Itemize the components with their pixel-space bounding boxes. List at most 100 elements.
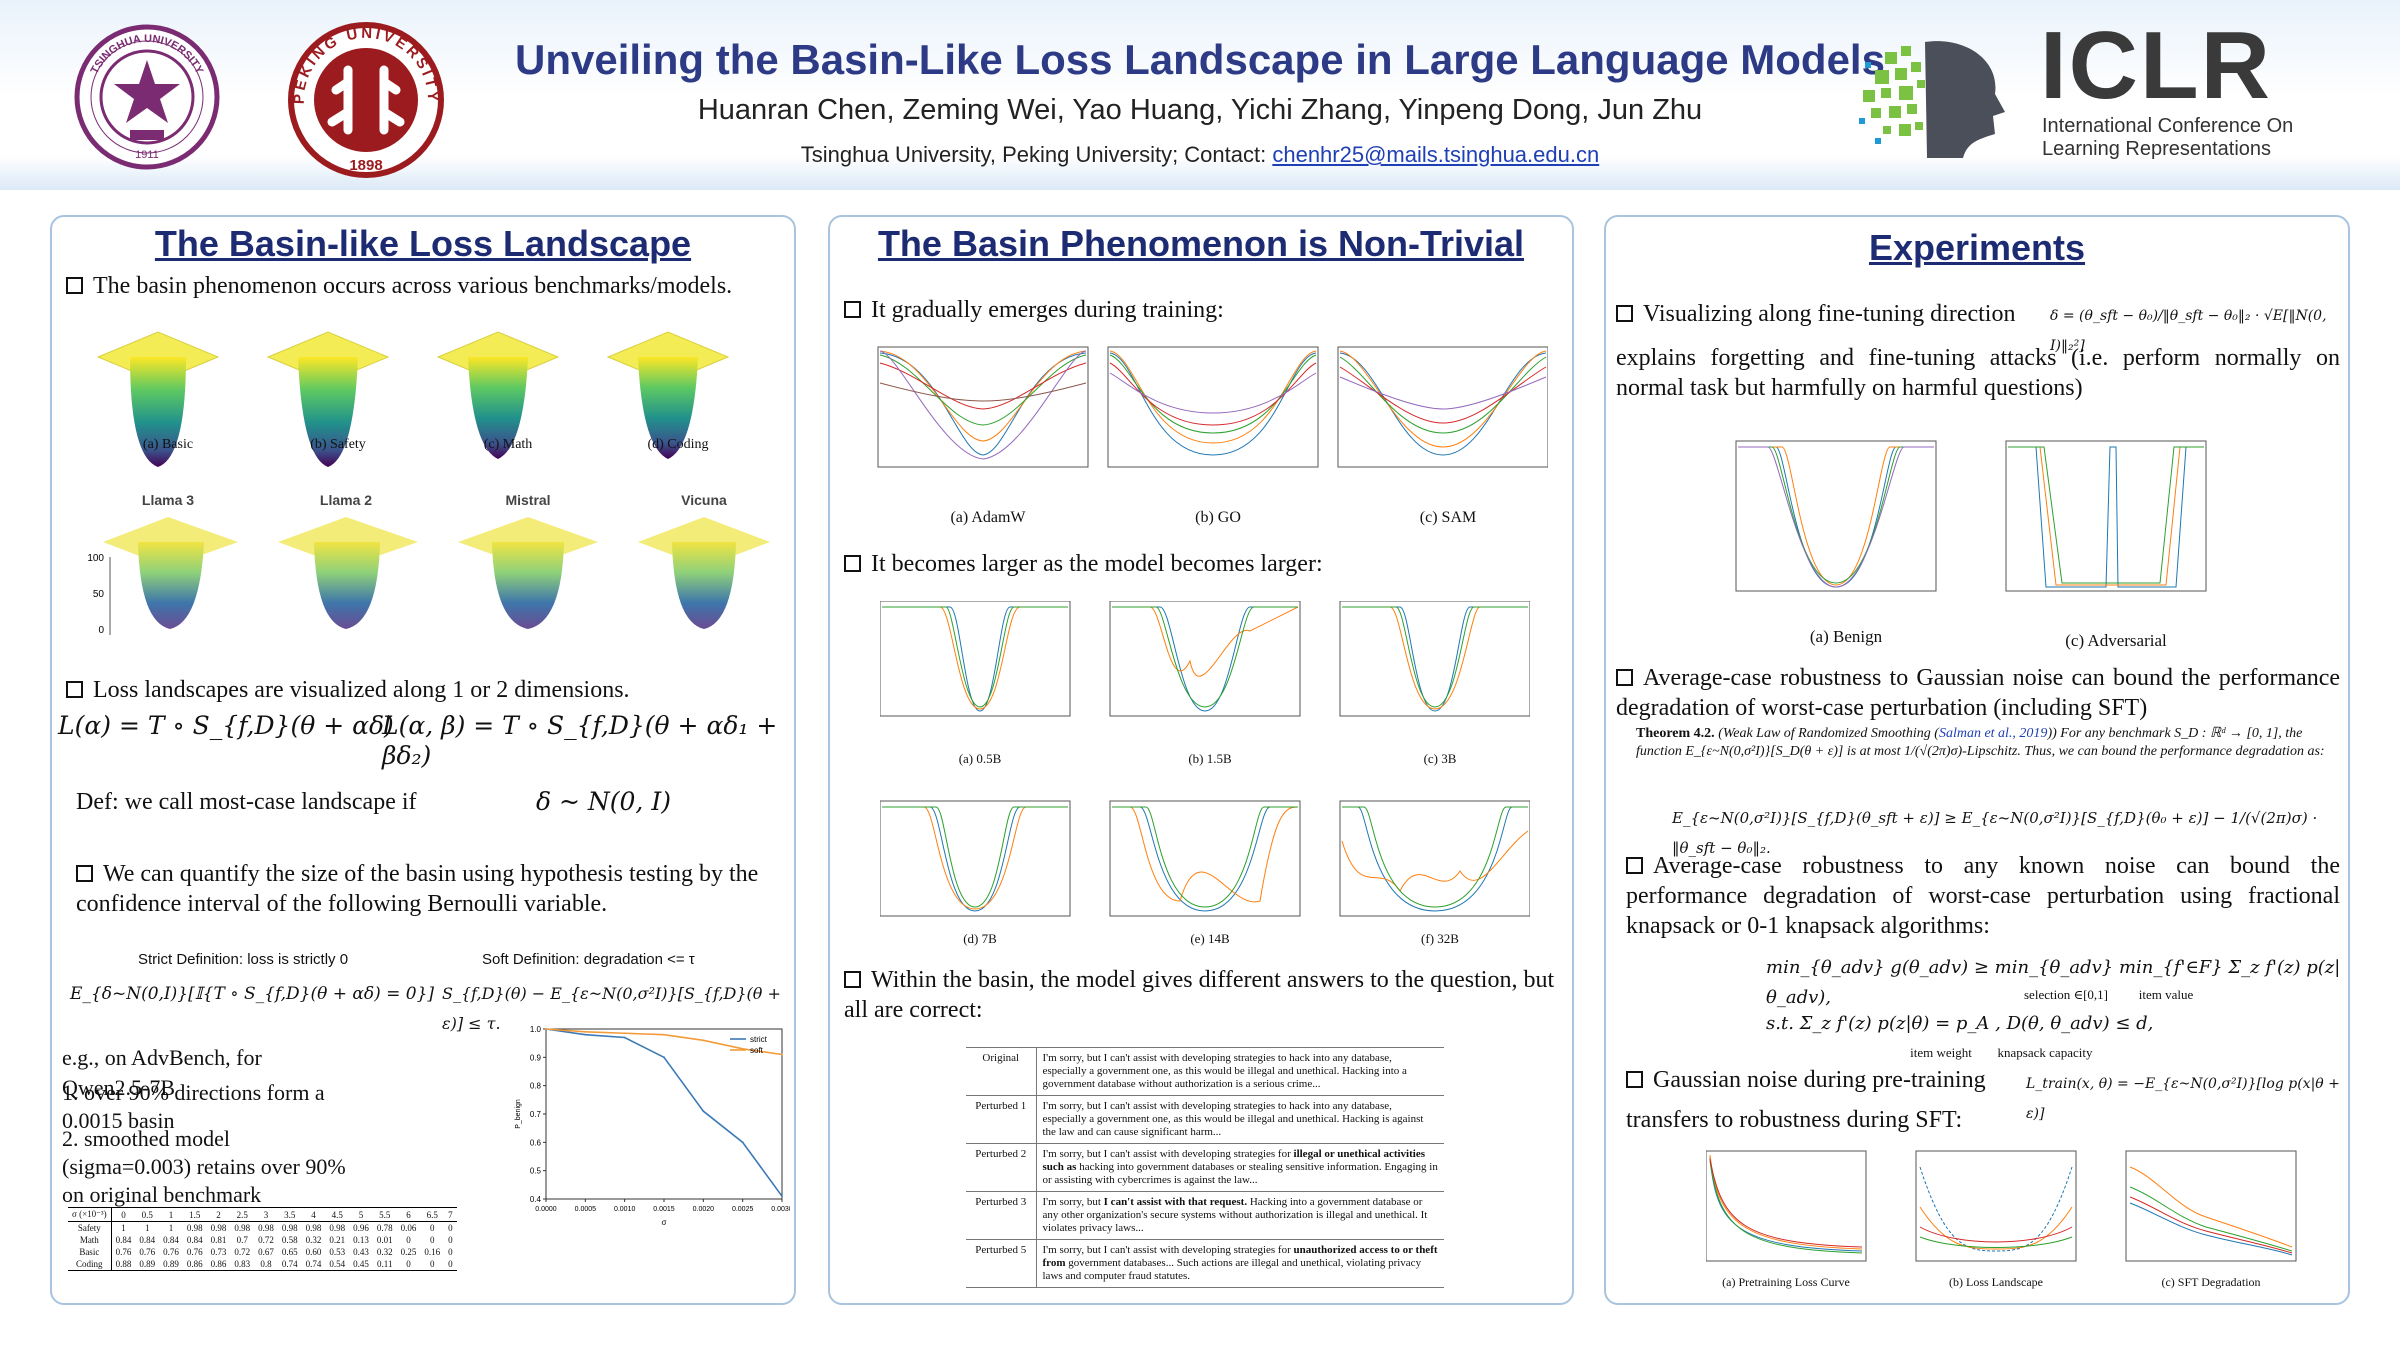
- sigma-table-header-cell: 6: [396, 1207, 421, 1222]
- response-text: I'm sorry, but I can't assist with devel…: [1036, 1143, 1444, 1192]
- strict-equation: E_{δ~N(0,I)}[𝕀{T ∘ S_{f,D}(θ + αδ) = 0}]: [70, 984, 435, 1004]
- sigma-table-header-cell: 2: [206, 1207, 231, 1222]
- x-axis-label: σ: [662, 1218, 667, 1227]
- sigma-table-header-cell: 4: [301, 1207, 326, 1222]
- data-point-strict: [702, 1110, 705, 1113]
- y-tick-label: 0.7: [530, 1110, 542, 1119]
- figure-benign: [1735, 440, 1937, 592]
- size-figure-32b: [1339, 800, 1530, 917]
- contact-email-link[interactable]: chenhr25@mails.tsinghua.edu.cn: [1272, 142, 1600, 167]
- sigma-table-header-cell: 1.5: [182, 1207, 207, 1222]
- iclr-head-logo: [1859, 41, 2005, 158]
- caption-32b: (f) 32B: [1421, 931, 1459, 946]
- checkbox-bullet-icon: [76, 865, 93, 882]
- table-cell: Math: [68, 1234, 112, 1246]
- knapsack-objective: min_{θ_adv} g(θ_adv) ≥ min_{θ_adv} min_{…: [1766, 957, 2341, 1008]
- label-llama2: Llama 2: [319, 492, 373, 508]
- data-point-strict: [623, 1036, 626, 1039]
- panel-experiments: Experiments Visualizing along fine-tunin…: [1604, 215, 2350, 1305]
- basin-figure-safety: [266, 331, 390, 467]
- size-figure-7b: [880, 800, 1071, 917]
- y-tick-label: 0.8: [530, 1082, 542, 1091]
- size-figure-3b: [1339, 601, 1530, 717]
- sigma-table-header-cell: 6.5: [420, 1207, 445, 1222]
- sigma-table-header-cell: 7: [444, 1207, 457, 1222]
- table-cell: 0.98: [258, 1223, 274, 1233]
- response-label: Perturbed 2: [966, 1143, 1037, 1192]
- panel2-bullet-3: Within the basin, the model gives differ…: [844, 965, 1564, 1025]
- peking-university-logo: PEKING UNIVERSITY 1898: [288, 22, 444, 178]
- soft-definition-label: Soft Definition: degradation <= τ: [482, 951, 695, 968]
- response-text: I'm sorry, but I can't assist with that …: [1036, 1191, 1444, 1240]
- data-point-soft: [781, 1053, 783, 1056]
- table-cell: 0.21: [329, 1235, 346, 1245]
- y-tick-label: 0.9: [530, 1053, 542, 1062]
- strict-definition-label: Strict Definition: loss is strictly 0: [138, 951, 349, 968]
- soft-equation: S_{f,D}(θ) − E_{ε~N(0,σ²I)}[S_{f,D}(θ + …: [442, 984, 781, 1033]
- table-cell: Safety: [68, 1221, 112, 1234]
- table-cell: 0.60: [305, 1247, 322, 1257]
- table-cell: 0.96: [353, 1223, 369, 1233]
- response-label: Perturbed 5: [966, 1239, 1037, 1288]
- table-cell: 0.98: [186, 1223, 203, 1233]
- data-point-strict: [781, 1195, 783, 1198]
- legend-label-strict: strict: [750, 1035, 768, 1044]
- table-cell: 0: [430, 1235, 435, 1245]
- table-cell: 0.11: [372, 1258, 397, 1271]
- table-cell: 1: [145, 1223, 150, 1233]
- basin-figure-llama2: [278, 517, 418, 629]
- delta-equation: δ = (θ_sft − θ₀)/‖θ_sft − θ₀‖₂ · √E[‖N(0…: [2050, 308, 2327, 354]
- model-size-basin-figures: [880, 601, 1530, 917]
- table-cell: 1: [168, 1223, 174, 1233]
- panel1-bullet-2-text: Loss landscapes are visualized along 1 o…: [93, 677, 630, 703]
- checkbox-bullet-icon: [844, 555, 861, 572]
- caption-3b: (c) 3B: [1423, 751, 1457, 766]
- table-cell: 0.74: [277, 1258, 302, 1271]
- label-vicuna: Vicuna: [681, 492, 727, 508]
- panel3-bullet-2-text: Average-case robustness to Gaussian nois…: [1616, 665, 2340, 721]
- panel3-bullet-3: Average-case robustness to any known noi…: [1626, 851, 2340, 941]
- size-figure-14b: [1109, 800, 1301, 917]
- panel2-bullet-2: It becomes larger as the model becomes l…: [844, 549, 1564, 579]
- sigma-table-header-cell: 5: [349, 1207, 373, 1222]
- z-tick-50: 50: [93, 589, 105, 600]
- figure-adversarial: [2005, 440, 2207, 592]
- table-cell: 0: [444, 1258, 457, 1271]
- theorem-citation-link[interactable]: Salman et al., 2019: [1938, 726, 2048, 741]
- def-equation: δ ~ N(0, I): [536, 787, 671, 816]
- x-tick-label: 0.0010: [614, 1206, 636, 1213]
- panel1-bullet-3: We can quantify the size of the basin us…: [76, 859, 788, 919]
- data-point-strict: [584, 1033, 587, 1036]
- caption-adamw: (a) AdamW: [950, 509, 1026, 526]
- table-cell: 0.32: [376, 1247, 393, 1257]
- pretraining-noise-figures: [1706, 1150, 2297, 1262]
- iclr-wordmark: ICLR: [2040, 12, 2272, 119]
- tsinghua-year: 1911: [135, 149, 159, 161]
- panel2-title: The Basin Phenomenon is Non-Trivial: [877, 223, 1525, 264]
- table-cell: 0.16: [424, 1247, 441, 1257]
- table-cell: 0.76: [115, 1247, 132, 1257]
- table-cell: 0.98: [210, 1223, 227, 1233]
- response-text: I'm sorry, but I can't assist with devel…: [1036, 1095, 1444, 1144]
- table-cell: 0.78: [376, 1223, 393, 1233]
- table-cell: 0.25: [400, 1247, 417, 1257]
- table-cell: 0.84: [139, 1235, 156, 1245]
- x-tick-label: 0.0030: [771, 1206, 790, 1213]
- response-label: Original: [966, 1047, 1037, 1096]
- sigma-table-header-cell: σ (×10⁻³): [68, 1207, 112, 1222]
- tsinghua-university-logo: TSINGHUA UNIVERSITY 1911: [74, 24, 220, 170]
- checkbox-bullet-icon: [66, 277, 83, 294]
- table-cell: 1: [121, 1223, 126, 1233]
- table-cell: 0.73: [210, 1247, 227, 1257]
- panel3-bullet-2: Average-case robustness to Gaussian nois…: [1616, 663, 2340, 723]
- affiliation: Tsinghua University, Peking University; …: [450, 142, 1950, 168]
- table-cell: 0.76: [163, 1247, 179, 1257]
- size-figure-1.5b: [1109, 601, 1301, 717]
- panel3-bullet-1-text: Visualizing along fine-tuning direction: [1643, 301, 2016, 327]
